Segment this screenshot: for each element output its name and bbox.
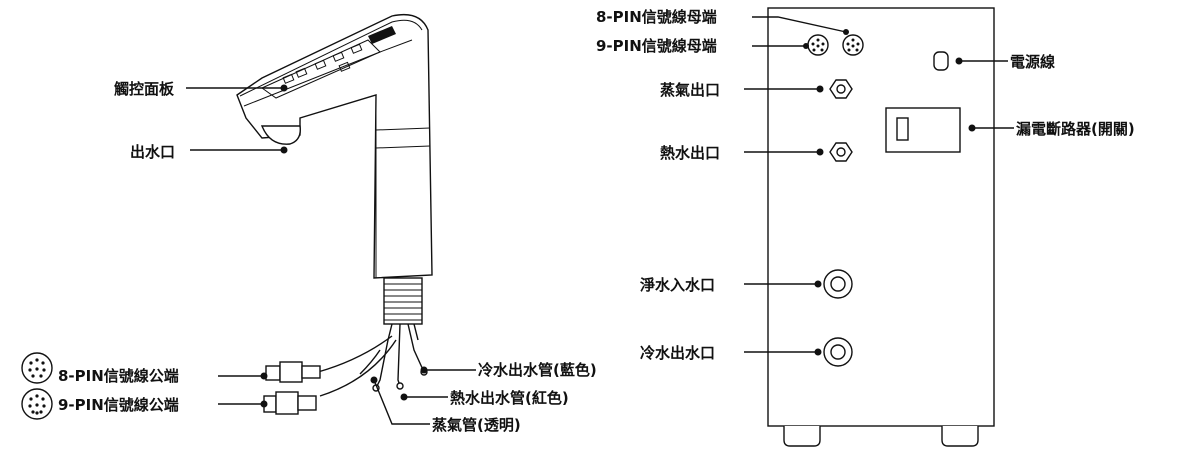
pin9-male-label: 9-PIN信號線公端	[58, 396, 179, 414]
8-pin-male-icon	[21, 352, 53, 384]
pure-water-inlet-label: 淨水入水口	[640, 276, 715, 294]
power-cord-socket	[933, 51, 949, 71]
steam-outlet-label: 蒸氣出口	[660, 81, 720, 99]
hot-outlet-fitting	[829, 142, 853, 162]
8-pin-female-port	[807, 34, 829, 56]
cold-out-pipe-label: 冷水出水管(藍色)	[478, 361, 597, 379]
steam-outlet-fitting	[829, 79, 853, 99]
unit-cabinet	[767, 7, 995, 447]
power-cord-label: 電源線	[1010, 53, 1055, 71]
breaker-label: 漏電斷路器(開關)	[1016, 120, 1135, 138]
hot-outlet-label: 熱水出口	[660, 144, 720, 162]
steam-pipe-label: 蒸氣管(透明)	[432, 416, 521, 434]
breaker-switch-icon	[885, 107, 961, 153]
faucet-illustration	[236, 13, 433, 415]
pin8-female-label: 8-PIN信號線母端	[596, 8, 717, 26]
9-pin-male-icon	[21, 388, 53, 420]
pure-water-inlet-port	[823, 269, 853, 299]
pin8-male-label: 8-PIN信號線公端	[58, 367, 179, 385]
hot-out-pipe-label: 熱水出水管(紅色)	[450, 389, 569, 407]
pin9-female-label: 9-PIN信號線母端	[596, 37, 717, 55]
9-pin-female-port	[842, 34, 864, 56]
cold-outlet-label: 冷水出水口	[640, 344, 715, 362]
cold-outlet-port	[823, 337, 853, 367]
water-outlet-label: 出水口	[130, 143, 175, 161]
touch-panel-label: 觸控面板	[114, 80, 175, 98]
